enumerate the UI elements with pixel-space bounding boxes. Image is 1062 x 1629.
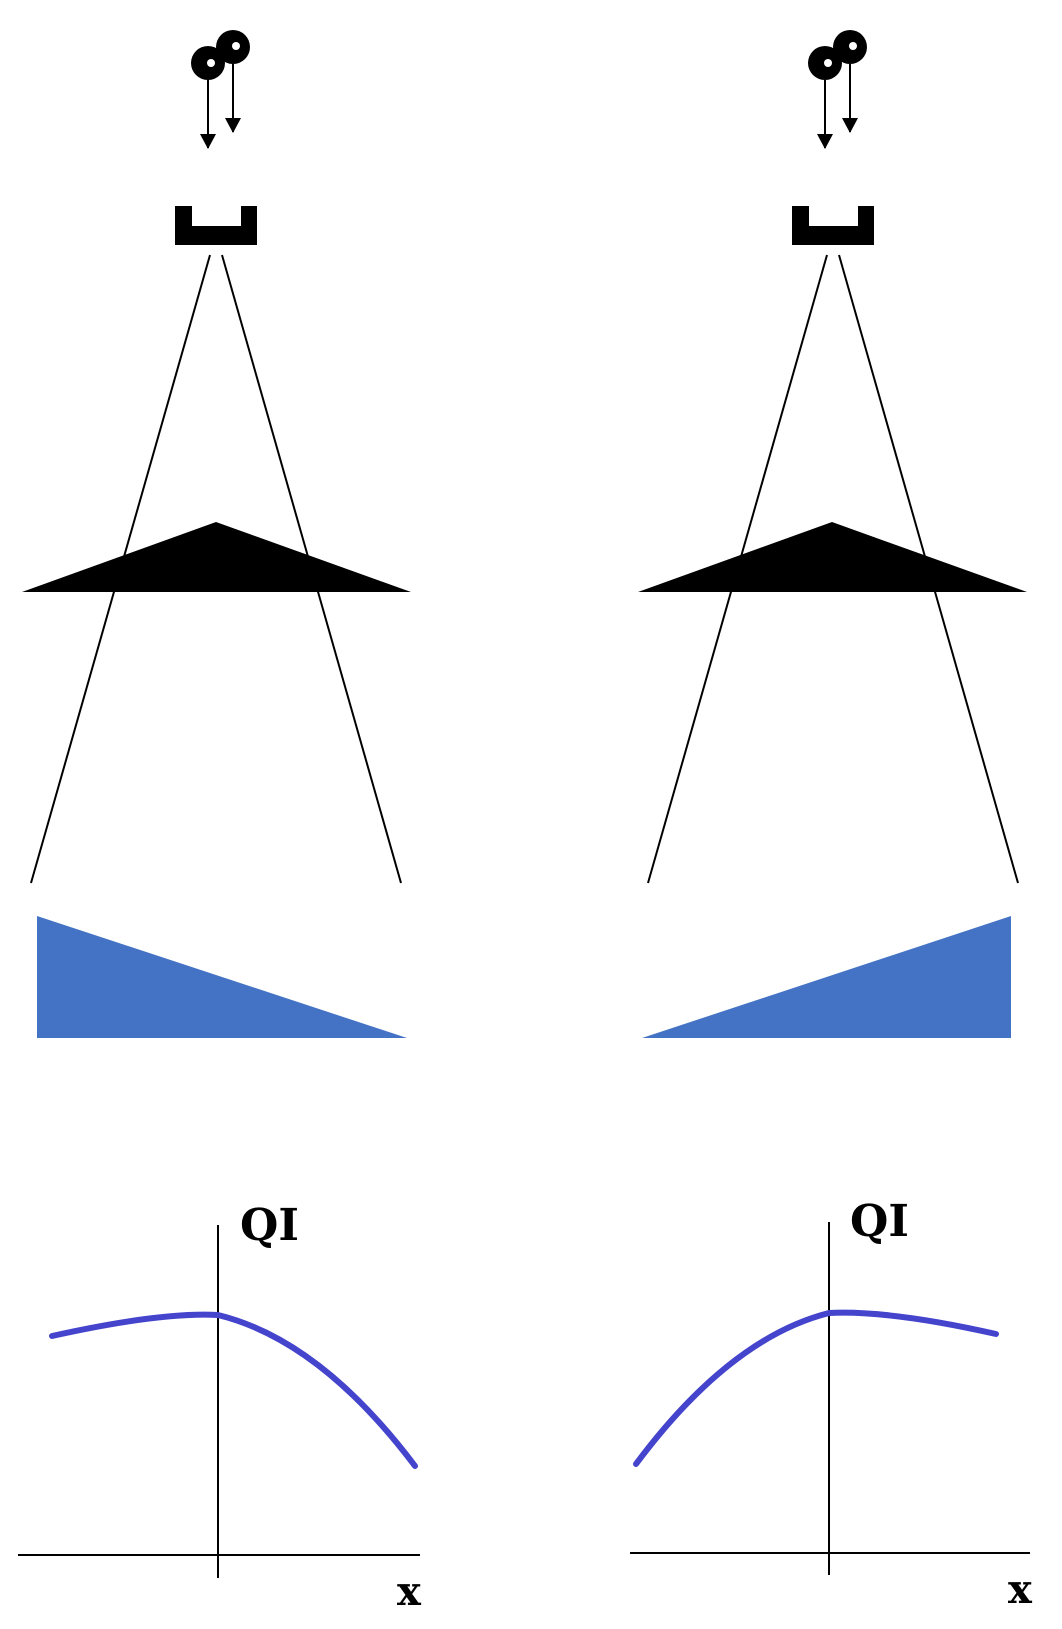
triangle-prism-icon	[22, 522, 411, 592]
panel-left: QI x	[18, 30, 422, 1615]
right-triangle-wedge-icon	[642, 916, 1011, 1038]
y-axis-label: QI	[240, 1200, 299, 1251]
x-axis-label: x	[397, 1568, 422, 1615]
particle-pair-icon	[808, 30, 867, 149]
qi-plot-left: QI x	[18, 1200, 422, 1615]
particle-pair-icon	[191, 30, 250, 149]
qi-plot-right: QI x	[630, 1196, 1033, 1613]
right-triangle-wedge-icon	[37, 916, 407, 1038]
x-axis-label: x	[1008, 1566, 1033, 1613]
qi-curve	[49, 1311, 418, 1469]
slit-aperture-icon	[792, 206, 874, 245]
triangle-prism-icon	[638, 522, 1027, 592]
qi-curve	[633, 1309, 999, 1467]
slit-aperture-icon	[175, 206, 257, 245]
y-axis-label: QI	[850, 1196, 909, 1247]
panel-right: QI x	[630, 30, 1033, 1613]
